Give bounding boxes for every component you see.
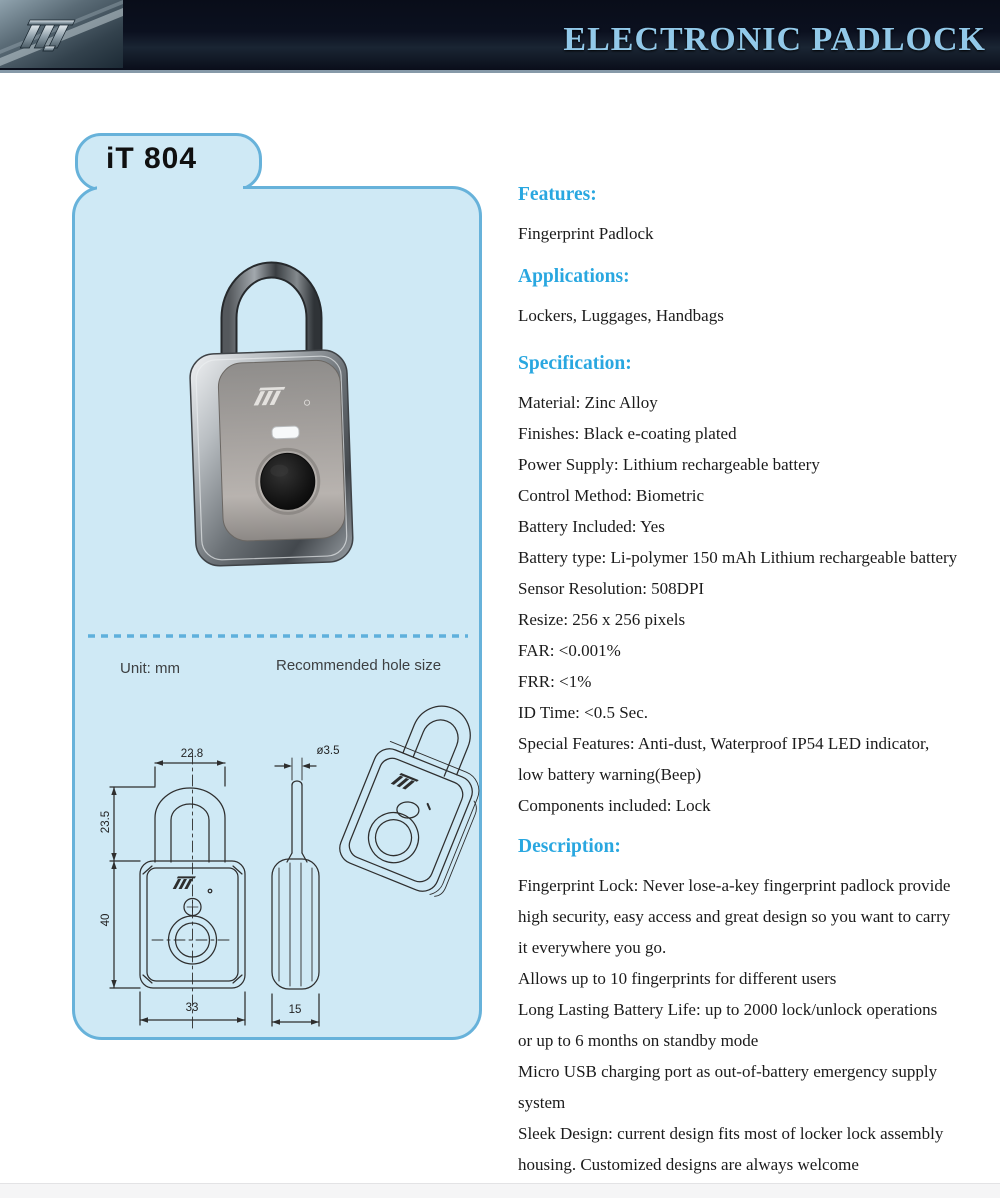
- section-applications: Applications: Lockers, Luggages, Handbag…: [518, 266, 1000, 331]
- header-divider: [0, 70, 1000, 73]
- section-specification: Specification: Material: Zinc Alloy Fini…: [518, 353, 1000, 821]
- section-features: Features: Fingerprint Padlock: [518, 184, 1000, 249]
- applications-body: Lockers, Luggages, Handbags: [518, 306, 724, 325]
- page-title: ELECTRONIC PADLOCK: [563, 21, 986, 58]
- brand-logo-icon: [0, 0, 123, 68]
- product-panel: [72, 186, 482, 1040]
- dim-shackle-inner-width: 22.8: [180, 748, 204, 760]
- dim-body-width: 33: [185, 1002, 199, 1014]
- description-body: Fingerprint Lock: Never lose-a-key finge…: [518, 876, 951, 1174]
- header-bar: ELECTRONIC PADLOCK: [0, 0, 1000, 70]
- features-body: Fingerprint Padlock: [518, 224, 654, 243]
- dim-shackle-height: 23.5: [100, 810, 112, 834]
- description-heading: Description:: [518, 836, 621, 857]
- specification-body: Material: Zinc Alloy Finishes: Black e-c…: [518, 393, 958, 815]
- footer-strip: [0, 1183, 1000, 1198]
- tab-seam: [97, 181, 243, 195]
- hole-size-label: Recommended hole size: [276, 657, 442, 674]
- dim-hole-diameter: ø3.5: [316, 745, 340, 757]
- applications-heading: Applications:: [518, 266, 630, 287]
- model-number: iT 804: [106, 142, 198, 175]
- dim-side-thickness: 15: [288, 1004, 302, 1016]
- features-heading: Features:: [518, 184, 597, 205]
- section-description: Description: Fingerprint Lock: Never los…: [518, 836, 1000, 1180]
- unit-label: Unit: mm: [120, 660, 180, 677]
- dim-body-height: 40: [100, 913, 112, 927]
- specification-heading: Specification:: [518, 353, 632, 374]
